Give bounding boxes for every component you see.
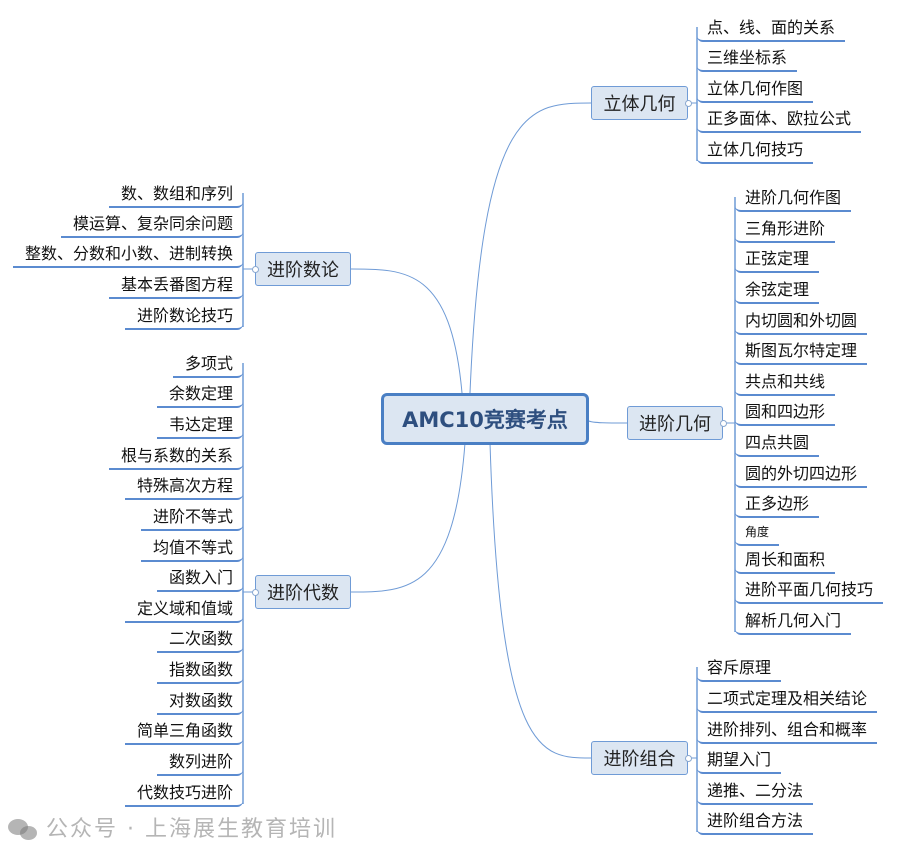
topic-algebra-item[interactable]: 指数函数 xyxy=(156,658,243,684)
topic-algebra-item[interactable]: 代数技巧进阶 xyxy=(124,781,243,807)
central-topic[interactable]: AMC10竞赛考点 xyxy=(381,393,589,445)
topic-solid-item[interactable]: 立体几何作图 xyxy=(697,77,814,103)
topic-geometry-item[interactable]: 进阶平面几何技巧 xyxy=(735,578,884,604)
topic-number-theory-item[interactable]: 基本丢番图方程 xyxy=(108,273,243,299)
collapse-toggle[interactable] xyxy=(252,589,259,596)
topic-algebra-item[interactable]: 余数定理 xyxy=(156,382,243,408)
branch-link-solid xyxy=(469,102,592,394)
watermark-text: 公众号 · 上海展生教育培训 xyxy=(46,817,337,842)
topic-algebra-item[interactable]: 函数入门 xyxy=(156,566,243,592)
collapse-toggle[interactable] xyxy=(685,755,692,762)
topic-number-theory-item[interactable]: 数、数组和序列 xyxy=(108,182,243,208)
topic-combinatorics-item[interactable]: 递推、二分法 xyxy=(697,779,814,805)
topic-combinatorics-item[interactable]: 期望入门 xyxy=(697,748,782,774)
collapse-toggle[interactable] xyxy=(685,100,692,107)
topic-algebra-item[interactable]: 二次函数 xyxy=(156,627,243,653)
collapse-toggle[interactable] xyxy=(252,266,259,273)
topic-number-theory-item[interactable]: 进阶数论技巧 xyxy=(124,304,243,330)
topic-number-theory-item[interactable]: 整数、分数和小数、进制转换 xyxy=(12,242,243,268)
topic-solid-item[interactable]: 立体几何技巧 xyxy=(697,138,814,164)
topic-algebra-item[interactable]: 均值不等式 xyxy=(140,536,243,562)
topic-geometry-item[interactable]: 正多边形 xyxy=(735,492,820,518)
topic-geometry-item[interactable]: 解析几何入门 xyxy=(735,609,852,635)
topic-combinatorics-item[interactable]: 二项式定理及相关结论 xyxy=(697,687,878,713)
topic-algebra-item[interactable]: 定义域和值域 xyxy=(124,597,243,623)
topic-geometry-item[interactable]: 角度 xyxy=(735,520,780,546)
topic-algebra-item[interactable]: 韦达定理 xyxy=(156,413,243,439)
topic-geometry-item[interactable]: 进阶几何作图 xyxy=(735,186,852,212)
branch-algebra[interactable]: 进阶代数 xyxy=(255,575,351,609)
topic-geometry-item[interactable]: 共点和共线 xyxy=(735,370,836,396)
topic-algebra-item[interactable]: 数列进阶 xyxy=(156,750,243,776)
watermark: 公众号 · 上海展生教育培训 xyxy=(8,815,337,845)
branch-link-number-theory xyxy=(350,268,463,394)
topic-algebra-item[interactable]: 对数函数 xyxy=(156,689,243,715)
topic-geometry-item[interactable]: 内切圆和外切圆 xyxy=(735,309,868,335)
topic-solid-item[interactable]: 三维坐标系 xyxy=(697,46,798,72)
topic-combinatorics-item[interactable]: 容斥原理 xyxy=(697,656,782,682)
branch-link-combinatorics xyxy=(489,442,592,759)
topic-solid-item[interactable]: 正多面体、欧拉公式 xyxy=(697,107,862,133)
topic-algebra-item[interactable]: 简单三角函数 xyxy=(124,719,243,745)
branch-geometry[interactable]: 进阶几何 xyxy=(627,406,723,440)
topic-geometry-item[interactable]: 三角形进阶 xyxy=(735,217,836,243)
branch-number-theory[interactable]: 进阶数论 xyxy=(255,252,351,286)
branch-solid[interactable]: 立体几何 xyxy=(591,86,688,120)
collapse-toggle[interactable] xyxy=(720,420,727,427)
topic-combinatorics-item[interactable]: 进阶排列、组合和概率 xyxy=(697,718,878,744)
topic-geometry-item[interactable]: 斯图瓦尔特定理 xyxy=(735,339,868,365)
topic-combinatorics-item[interactable]: 进阶组合方法 xyxy=(697,809,814,835)
branch-link-geometry xyxy=(588,420,628,424)
topic-number-theory-item[interactable]: 模运算、复杂同余问题 xyxy=(60,212,243,238)
branch-combinatorics[interactable]: 进阶组合 xyxy=(591,741,688,775)
topic-geometry-item[interactable]: 圆的外切四边形 xyxy=(735,462,868,488)
branch-link-algebra xyxy=(350,442,466,593)
wechat-icon xyxy=(8,819,38,841)
topic-geometry-item[interactable]: 正弦定理 xyxy=(735,247,820,273)
topic-algebra-item[interactable]: 多项式 xyxy=(172,352,243,378)
topic-algebra-item[interactable]: 根与系数的关系 xyxy=(108,444,243,470)
topic-geometry-item[interactable]: 圆和四边形 xyxy=(735,400,836,426)
topic-algebra-item[interactable]: 特殊高次方程 xyxy=(124,474,243,500)
topic-geometry-item[interactable]: 周长和面积 xyxy=(735,548,836,574)
topic-geometry-item[interactable]: 四点共圆 xyxy=(735,431,820,457)
topic-geometry-item[interactable]: 余弦定理 xyxy=(735,278,820,304)
topic-algebra-item[interactable]: 进阶不等式 xyxy=(140,505,243,531)
topic-solid-item[interactable]: 点、线、面的关系 xyxy=(697,16,846,42)
